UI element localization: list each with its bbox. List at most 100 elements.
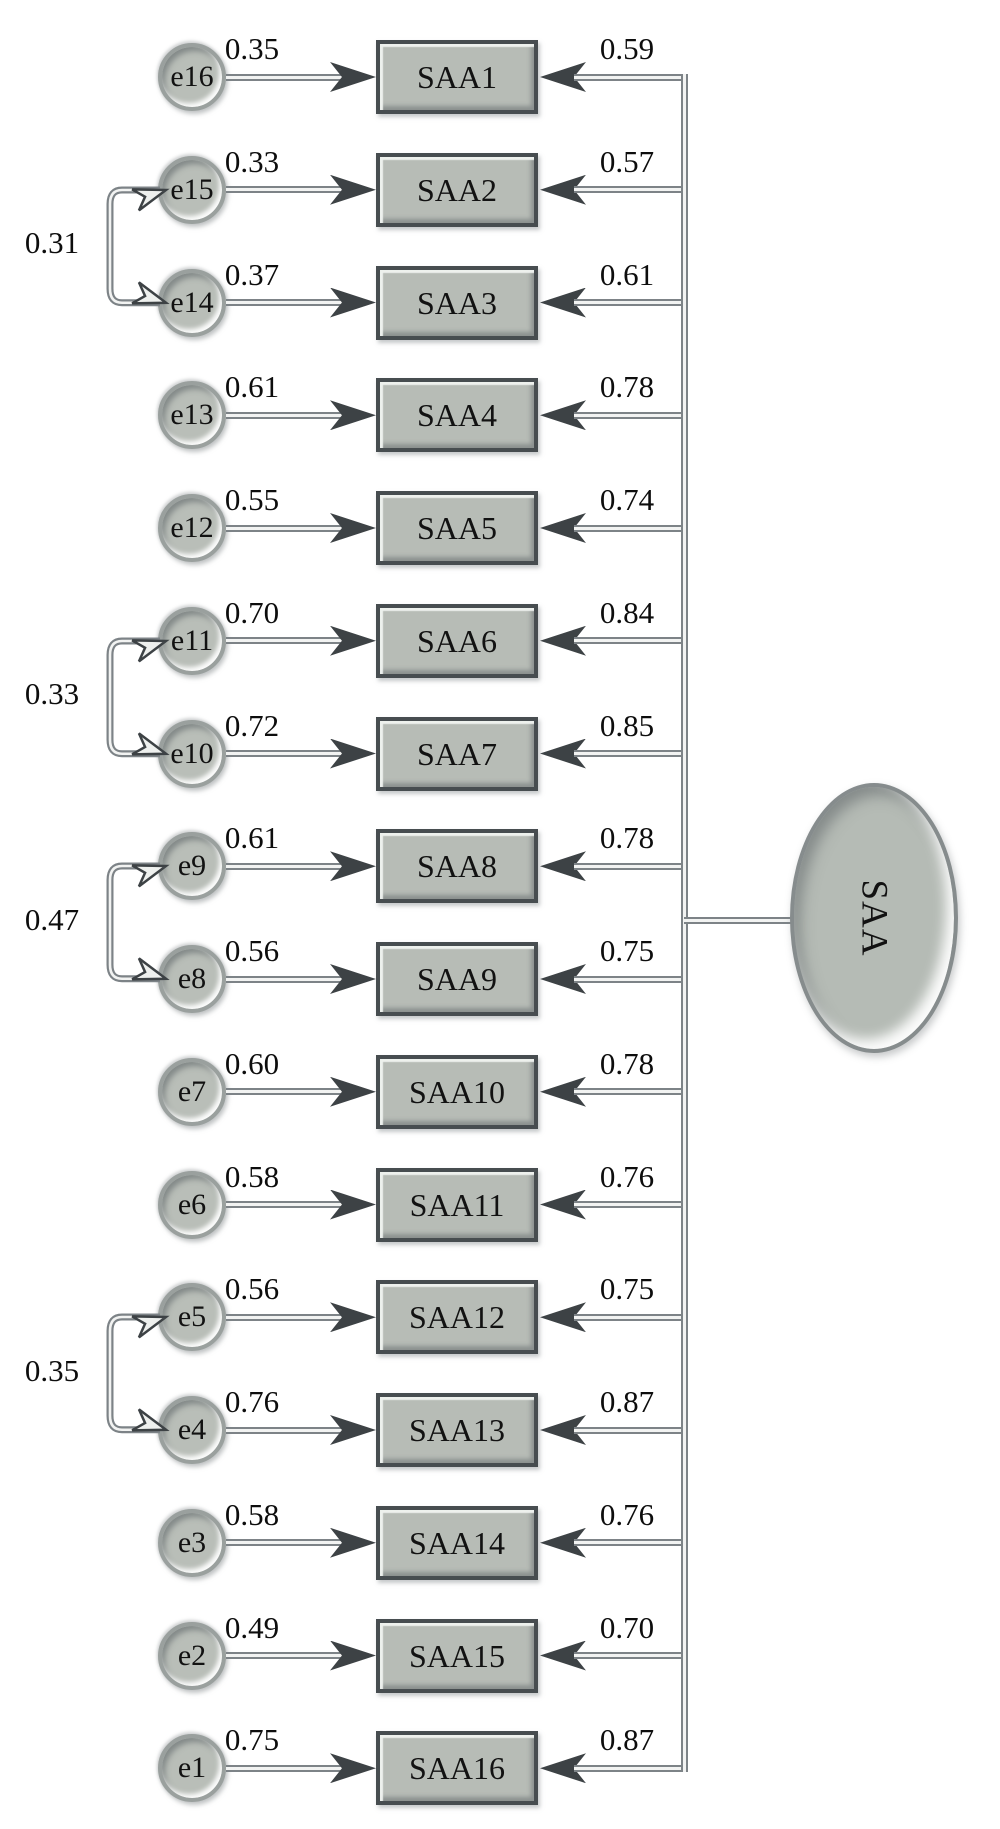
error-arrow-line [226, 862, 342, 870]
loading-value: 0.78 [599, 1045, 655, 1081]
error-path-value: 0.61 [224, 369, 280, 405]
arrowhead-icon [131, 638, 170, 663]
error-arrow-line [226, 1201, 342, 1208]
arrowhead-icon [131, 187, 170, 212]
indicator-label: SAA16 [408, 1750, 505, 1787]
loading-arrow-line [574, 637, 688, 645]
indicator-box: SAA4 [376, 378, 538, 453]
loading-value: 0.59 [599, 31, 655, 66]
indicator-label: SAA1 [416, 59, 497, 95]
indicator-label: SAA2 [416, 171, 497, 208]
error-path-value: 0.72 [224, 707, 280, 743]
error-arrow-line [226, 1088, 342, 1096]
error-arrow-line [226, 299, 342, 306]
covariance-arc-line [108, 639, 160, 755]
loading-value: 0.76 [599, 1158, 655, 1194]
error-path-value: 0.75 [224, 1722, 280, 1758]
loading-value: 0.76 [599, 1496, 655, 1532]
latent-ellipse: SAA [790, 783, 958, 1053]
loading-value: 0.87 [599, 1384, 655, 1419]
indicator-box: SAA6 [376, 603, 538, 678]
error-circle: e12 [158, 494, 226, 562]
covariance-arc-line [108, 864, 160, 981]
error-path-value: 0.60 [224, 1045, 280, 1081]
error-path-value: 0.56 [224, 1271, 280, 1307]
indicator-label: SAA15 [408, 1637, 505, 1674]
error-label: e10 [170, 736, 214, 770]
loading-value: 0.57 [599, 143, 655, 179]
error-circle: e15 [158, 155, 226, 224]
arrowhead-icon [131, 1315, 170, 1339]
error-path-value: 0.49 [224, 1609, 280, 1645]
loading-value: 0.70 [599, 1609, 655, 1645]
loading-arrow-line [574, 524, 688, 532]
loading-arrow-line [574, 1201, 688, 1208]
loading-value: 0.74 [599, 482, 655, 517]
error-label: e6 [177, 1187, 207, 1221]
covariance-arc [106, 862, 170, 983]
error-label: e5 [177, 1300, 207, 1334]
error-arrow-line [226, 1652, 342, 1659]
error-path-value: 0.76 [224, 1384, 280, 1419]
loading-value: 0.84 [599, 594, 655, 630]
error-circle: e7 [158, 1057, 226, 1126]
error-label: e13 [170, 398, 214, 432]
arrowhead-icon [131, 732, 170, 756]
indicator-box: SAA9 [376, 942, 538, 1016]
loading-arrow-line [574, 299, 688, 306]
covariance-arc [106, 1313, 170, 1434]
error-circle: e3 [158, 1508, 226, 1577]
error-arrow-line [226, 411, 342, 419]
latent-connector-line [684, 916, 792, 924]
covariance-value: 0.47 [24, 901, 80, 937]
error-circle: e1 [158, 1734, 226, 1803]
indicator-box: SAA11 [376, 1167, 538, 1242]
error-circle: e13 [158, 381, 226, 450]
indicator-label: SAA11 [409, 1186, 505, 1223]
loading-arrow-line [574, 411, 688, 419]
loading-arrow-line [574, 186, 688, 194]
covariance-arc-line [106, 637, 160, 757]
indicator-label: SAA7 [416, 735, 497, 772]
error-label: e4 [177, 1413, 207, 1446]
error-arrow-line [226, 186, 342, 194]
error-path-value: 0.37 [224, 256, 280, 292]
covariance-arc [106, 186, 170, 306]
error-path-value: 0.35 [224, 31, 280, 66]
error-label: e12 [170, 511, 214, 544]
error-label: e9 [177, 849, 207, 883]
covariance-value: 0.33 [24, 676, 80, 712]
arrowhead-icon [131, 864, 170, 888]
loading-arrow-line [574, 1764, 688, 1772]
error-arrow-line [226, 1426, 342, 1434]
error-path-value: 0.56 [224, 933, 280, 968]
covariance-arc [106, 637, 170, 757]
indicator-box: SAA8 [376, 829, 538, 904]
indicator-label: SAA4 [416, 397, 497, 434]
arrowhead-icon [131, 1408, 170, 1432]
indicator-label: SAA3 [416, 284, 497, 321]
loading-arrow-line [574, 1313, 688, 1321]
indicator-label: SAA9 [416, 961, 497, 997]
latent-label: SAA [853, 879, 895, 957]
covariance-arc-line [106, 186, 160, 306]
indicator-label: SAA8 [416, 848, 497, 885]
indicator-box: SAA13 [376, 1393, 538, 1467]
loading-arrow-line [574, 1426, 688, 1434]
covariance-arc-line [106, 862, 160, 983]
loading-arrow-line [574, 862, 688, 870]
error-label: e15 [170, 172, 214, 206]
error-path-value: 0.33 [224, 143, 280, 179]
indicator-box: SAA2 [376, 152, 538, 227]
error-arrow-line [226, 524, 342, 532]
indicator-box: SAA15 [376, 1618, 538, 1693]
indicator-box: SAA14 [376, 1505, 538, 1580]
indicator-box: SAA16 [376, 1731, 538, 1806]
error-arrow-line [226, 637, 342, 645]
arrowhead-icon [131, 281, 170, 305]
error-path-value: 0.61 [224, 820, 280, 856]
covariance-value: 0.31 [24, 225, 80, 261]
indicator-label: SAA12 [408, 1299, 505, 1336]
indicator-box: SAA5 [376, 491, 538, 565]
